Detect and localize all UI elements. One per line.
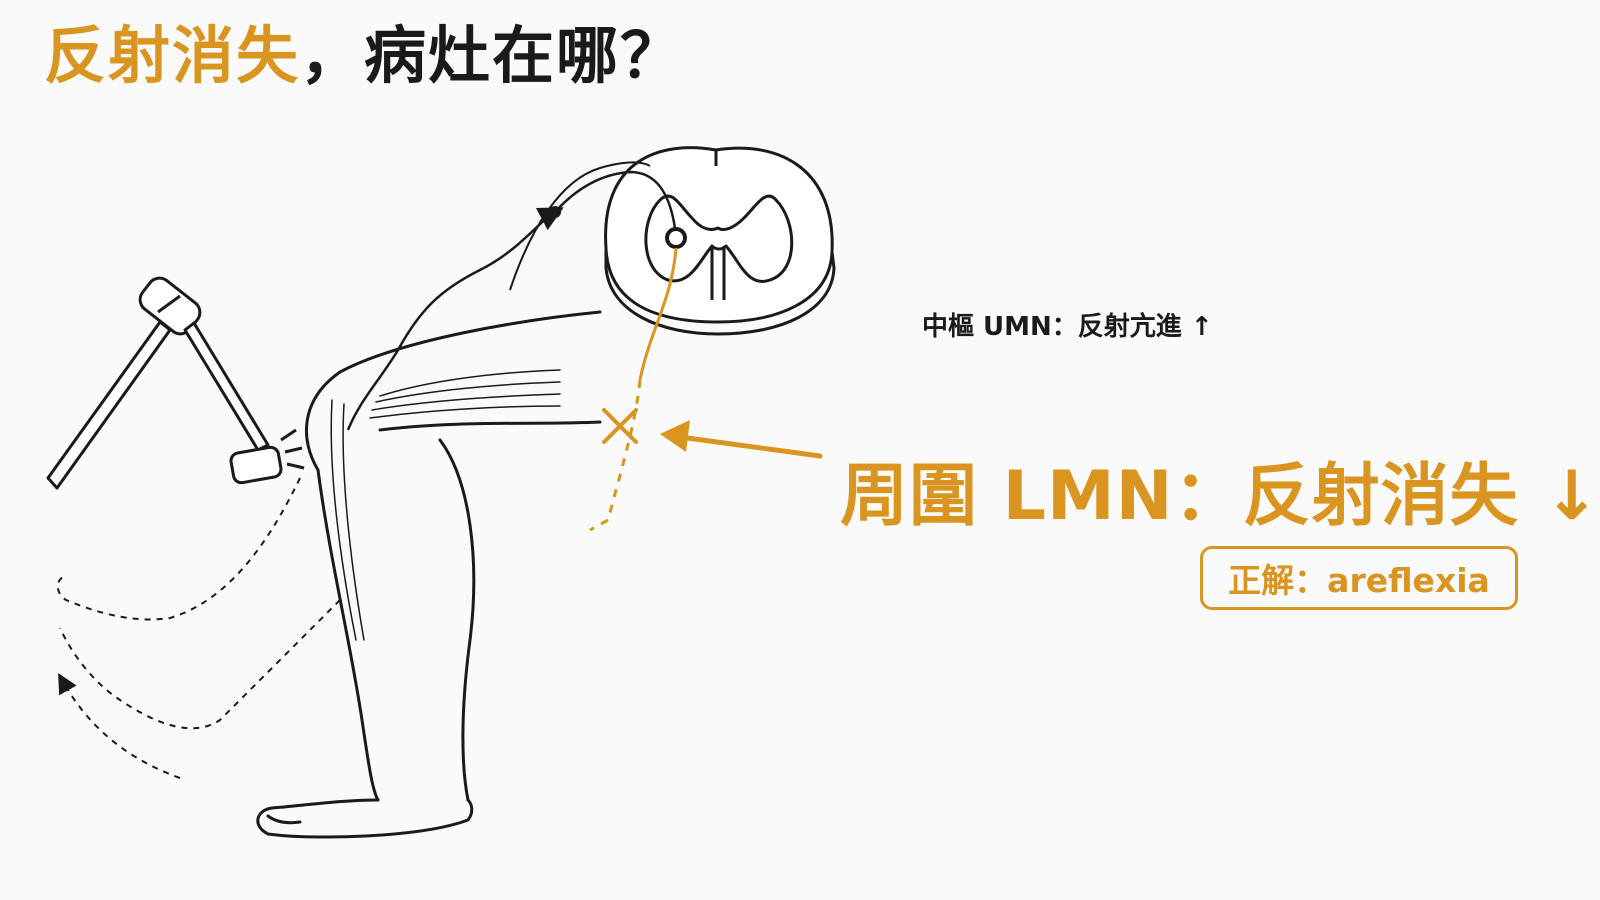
title-highlight: 反射消失 bbox=[44, 19, 301, 92]
title-question: ，病灶在哪？ bbox=[300, 19, 685, 92]
lesion-x-mark bbox=[602, 408, 638, 444]
reflex-arc-path bbox=[346, 161, 678, 431]
leg-illustration bbox=[256, 310, 602, 839]
answer-badge: 正解：areflexia bbox=[1200, 546, 1518, 610]
pointer-arrow bbox=[660, 420, 823, 459]
efferent-path bbox=[589, 247, 678, 532]
umn-label: 中樞 UMN：反射亢進 ↑ bbox=[922, 312, 1213, 342]
lmn-label: 周圍 LMN：反射消失 ↓ bbox=[840, 457, 1600, 536]
reflex-hammer-icon bbox=[46, 276, 305, 490]
dorsal-root-ganglion bbox=[549, 206, 561, 218]
kick-motion-outline bbox=[56, 477, 341, 779]
spinal-cord-cross-section bbox=[604, 146, 836, 336]
page-title: 反射消失，病灶在哪？ bbox=[44, 19, 685, 92]
motor-neuron-node bbox=[665, 227, 687, 249]
